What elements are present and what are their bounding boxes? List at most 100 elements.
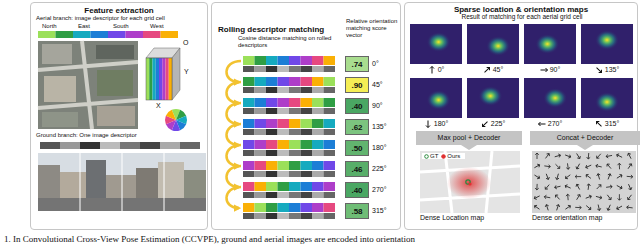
ground-descriptor-cell [266,150,278,156]
rolled-descriptor-cell [324,77,336,86]
heatmap-blob [427,32,451,52]
rolled-descriptor-cell [289,140,301,149]
ground-descriptor-cell [301,192,313,198]
heatmap-ground [524,78,576,118]
ground-descriptor-cell [278,213,290,219]
rolled-descriptor-cell [301,161,313,170]
direction-label: South [113,23,129,30]
orientation-arrow-line [544,164,550,168]
orientation-arrow-line [586,184,590,190]
rolled-descriptor-cell [266,182,278,191]
orientation-arrow-line [545,173,551,180]
orientation-arrow-line [595,195,602,200]
orientation-arrow [534,173,541,179]
orientation-arrow [627,163,633,170]
heatmap-blob [595,92,619,112]
rolled-descriptor-cell [289,182,301,191]
heatmap-tile-text: 90° [550,66,561,74]
ground-descriptor-cell [289,213,301,219]
heatmap-image [524,78,576,118]
rolled-descriptor-cell [278,203,290,212]
orientation-arrow [544,153,550,160]
orientation-arrow [627,153,633,160]
score-cell-text: .40 [346,183,368,198]
heatmap-tile-text: 135° [605,66,619,74]
heatmap-tile: 90° [524,24,576,76]
rolled-descriptor-cell [278,119,290,128]
rolled-descriptor-cell [289,98,301,107]
rolled-descriptor-cell [289,119,301,128]
heatmap-tile: 135° [581,24,633,76]
rolled-descriptor-cell [301,119,313,128]
rolled-descriptor-cell [266,203,278,212]
score-cell: .58 [345,203,369,219]
rolled-descriptor-cell [324,161,336,170]
rolled-descriptor-cell [255,140,267,149]
heatmap-tile-text: 180° [434,120,448,128]
dense-map: Dense orientation map [532,151,636,225]
rolled-descriptor-cell [266,98,278,107]
rolled-descriptor-cell [278,77,290,86]
rolled-descriptor-cell [312,161,324,170]
rolled-descriptor-cell [266,77,278,86]
angle-label: 315° [372,207,386,215]
orientation-arrow [595,153,602,160]
heatmap-image [581,24,633,64]
roll-arrow [226,124,241,145]
ground-descriptor-cell [289,192,301,198]
heatmap-ground [467,78,519,118]
ground-descriptor-cell [278,192,290,198]
ground-descriptor-cell [324,213,336,219]
score-cell: .62 [345,119,369,135]
orientation-arrow-line [566,163,570,169]
ground-descriptor-cell [60,142,80,149]
score-cell: .46 [345,161,369,177]
ground-descriptor-cell [255,171,267,177]
heatmap-blob [543,88,567,108]
orientation-arrow [575,206,581,210]
orientation-arrow [585,204,592,211]
angle-label: 135° [372,123,386,131]
ground-descriptor-cell [324,87,336,93]
rolled-descriptor-cell [324,119,336,128]
direction-arrow [595,66,603,74]
legend-text: Ours [447,153,460,159]
legend-marker [424,154,429,159]
ground-descriptor-cell [255,87,267,93]
ground-descriptor-cell [243,213,255,219]
heatmap-tile: 225° [467,78,519,130]
tile-label-row: 270° [524,118,576,130]
heatmap-ground [410,78,462,118]
orientation-arrow-line [585,173,592,179]
ground-descriptor-cell [243,129,255,135]
aerial-descriptor-cell [91,31,109,38]
rolled-descriptor-cell [243,161,255,170]
orientation-arrow-line [544,183,551,190]
ground-descriptor-cell [266,171,278,177]
score-cell-text: .46 [346,162,368,177]
rolled-descriptor-cell [324,182,336,191]
heatmap-image [524,24,576,64]
rolled-descriptor-cell [266,119,278,128]
rolled-descriptor-cell [312,56,324,65]
direction-label: East [78,23,90,30]
ground-descriptor-cell [266,108,278,114]
rolled-descriptor-cell [301,98,313,107]
branch-label: Aerial branch: image descriptor for each… [36,15,208,22]
orientation-arrow [586,184,590,190]
descriptor-cube [146,48,180,100]
result-label: Result of matching for each aerial grid … [410,13,634,20]
rolled-descriptor-cell [278,98,290,107]
ground-descriptor-cell [266,129,278,135]
rolled-descriptor-cell [312,182,324,191]
decoder-arrow-text: Concat + Decoder [530,131,640,145]
orientation-arrow [606,194,612,201]
rolled-descriptor-cell [243,203,255,212]
orientation-arrow [626,205,632,209]
ground-descriptor-cell [160,142,180,149]
orientation-arrow-line [534,173,541,179]
orientation-arrow [596,204,601,211]
direction-arrow-line [595,66,603,74]
ground-descriptor-cell [180,142,200,149]
orientation-arrow-line [535,184,539,190]
